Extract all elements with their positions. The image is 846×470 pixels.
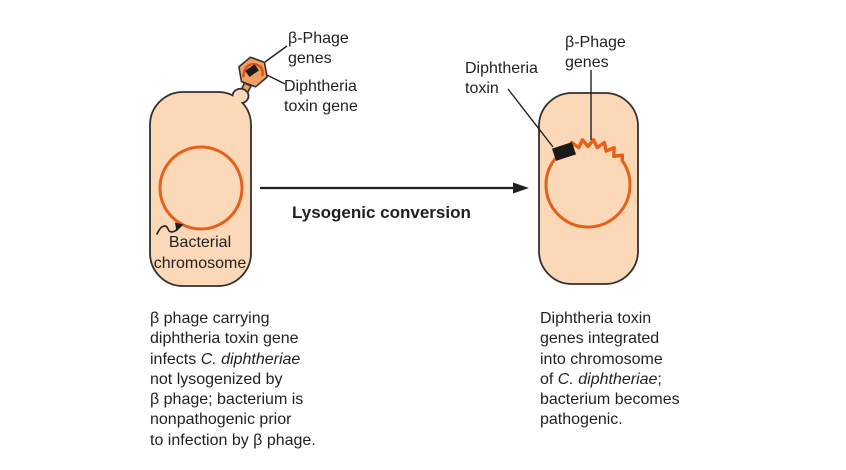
label-line: chromosome [153,254,247,272]
label-line: Diphtheria [465,60,538,77]
cell-attachment-bump-fill [233,89,248,103]
caption-line: into chromosome [540,350,680,370]
caption-right: Diphtheria toxin genes integrated into c… [540,309,680,431]
caption-line: nonpathogenic prior [150,410,316,430]
chromosome-pointer-arrowhead [175,222,184,232]
label-line: toxin [465,80,499,97]
caption-line: not lysogenized by [150,370,316,390]
integrated-phage-genes-zigzag [566,138,625,163]
text-segment-italic: C. diphtheriae [557,370,658,388]
left-bacterial-chromosome-circle [158,145,244,231]
text-segment-italic: C. diphtheriae [200,350,301,368]
text-segment: of [540,370,558,388]
text-segment: infects [150,350,201,368]
label-line: Diphtheria [284,78,357,95]
leader-line-beta-phage-genes-left [264,45,288,63]
leader-line-diphtheria-toxin-gene [266,74,286,85]
label-diphtheria-toxin-right: Diphtheria toxin [465,59,538,99]
leader-line-diphtheria-toxin-right [507,88,554,148]
label-diphtheria-toxin-gene: Diphtheria toxin gene [284,77,358,117]
text-segment: Diphtheria toxin [540,310,652,327]
caption-line: infects C. diphtheriae [150,350,316,370]
label-line: genes [288,50,332,67]
text-segment: diphtheria toxin gene [150,330,299,348]
phage-diphtheria-toxin-gene [245,64,259,78]
lysogenic-conversion-arrowhead [513,182,529,194]
text-segment: pathogenic. [540,411,623,429]
left-bacterium-body [149,91,252,287]
caption-left: β phage carrying diphtheria toxin gene i… [150,309,316,451]
label-line: β-Phage [565,34,626,51]
text-segment: β phage carrying [150,310,270,327]
text-segment: ; [657,370,662,388]
label-line: Bacterial [168,234,232,251]
text-segment: into chromosome [540,350,663,368]
chromosome-pointer-squiggle [156,225,179,235]
caption-line: β phage; bacterium is [150,390,316,410]
label-line: genes [565,54,609,71]
right-bacterium-body [538,92,639,285]
label-lysogenic-conversion: Lysogenic conversion [292,203,471,222]
caption-line: bacterium becomes [540,390,680,410]
caption-line: to infection by β phage. [150,431,316,451]
integrated-diphtheria-toxin-gene [552,142,576,161]
text-segment: bacterium becomes [540,391,680,409]
text-segment: nonpathogenic prior [150,411,292,429]
text-segment: β phage; bacterium is [150,391,304,409]
caption-line: of C. diphtheriae; [540,370,680,390]
caption-line: genes integrated [540,329,680,349]
label-line: toxin gene [284,98,358,115]
label-beta-phage-genes-left: β-Phage genes [288,29,349,69]
caption-line: pathogenic. [540,410,680,430]
text-segment: to infection by β phage. [150,431,316,449]
caption-line: Diphtheria toxin [540,309,680,329]
caption-line: β phage carrying [150,309,316,329]
label-bacterial-chromosome: Bacterial chromosome [146,233,254,274]
label-line: β-Phage [288,30,349,47]
phage-genome-arc [242,62,264,78]
right-bacterial-chromosome-arc [544,157,632,229]
text-segment: genes integrated [540,330,660,348]
label-beta-phage-genes-right: β-Phage genes [565,33,626,73]
caption-line: diphtheria toxin gene [150,329,316,349]
text-segment: not lysogenized by [150,370,283,388]
